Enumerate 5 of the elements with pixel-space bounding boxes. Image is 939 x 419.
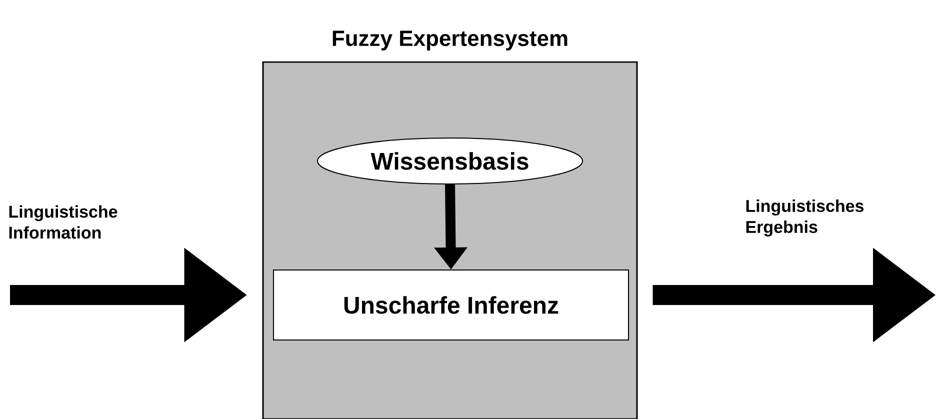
heading: Fuzzy Expertensystem [332, 30, 568, 50]
edge-label: Linguistische Information [9, 205, 118, 239]
edge-label: Linguistisches Ergebnis [746, 200, 864, 236]
process-box: Unscharfe Inferenz [273, 269, 629, 340]
ellipse-node: Wissensbasis [317, 138, 583, 184]
